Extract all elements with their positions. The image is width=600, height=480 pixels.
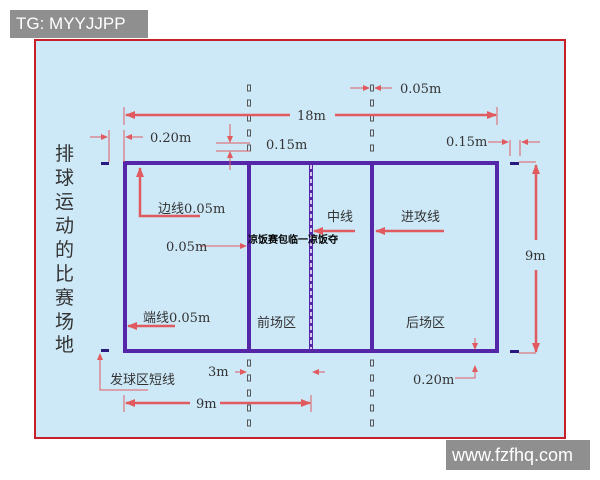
service-mark-bottom-left <box>101 349 109 352</box>
watermark-bottom-right: www.fzfhq.com <box>446 440 590 470</box>
service-short-line-label: 发球区短线 <box>110 372 175 388</box>
service-gap-left-label: 0.20m <box>150 131 191 146</box>
svg-text:比: 比 <box>55 263 74 285</box>
length-label: 18m <box>297 109 326 124</box>
endline-label: 端线0.05m <box>143 311 210 326</box>
svg-text:运: 运 <box>55 191 74 213</box>
watermark-top-left: TG: MYYJJPP <box>10 10 148 38</box>
service-mark-top-right <box>510 162 519 165</box>
attack-line-width-label: 0.05m <box>166 240 207 255</box>
front-zone-label: 前场区 <box>257 315 296 331</box>
svg-text:场: 场 <box>55 311 74 333</box>
right-extension-top <box>370 84 374 152</box>
svg-text:球: 球 <box>55 167 74 189</box>
svg-text:动: 动 <box>55 215 74 237</box>
left-extension-bottom <box>247 359 251 427</box>
net-line-width-label: 0.05m <box>400 82 441 97</box>
attack-zone-label: 3m <box>208 365 229 380</box>
svg-text:排: 排 <box>55 143 74 165</box>
svg-text:赛: 赛 <box>55 287 74 309</box>
svg-text:地: 地 <box>55 334 74 356</box>
center-line-label: 中线 <box>327 210 353 225</box>
svg-text:的: 的 <box>55 239 74 261</box>
vertical-title: 排 球 运 动 的 比 赛 场 地 <box>55 143 74 356</box>
half-length-label: 9m <box>196 397 217 412</box>
right-extension-bottom <box>370 359 374 427</box>
service-mark-bottom-label: 0.20m <box>413 373 454 388</box>
back-zone-label: 后场区 <box>406 316 445 331</box>
service-gap-right-label: 0.15m <box>446 135 487 150</box>
sideline-label: 边线0.05m <box>158 202 225 217</box>
sideline-arrow <box>136 167 200 218</box>
service-mark-bottom-right <box>510 350 519 353</box>
width-label: 9m <box>525 249 546 264</box>
line-gap-top-label: 0.15m <box>266 138 307 153</box>
garbled-overlay-text: 凉饭赛包临一凉饭夺 <box>248 233 339 246</box>
attack-line-label: 进攻线 <box>401 210 440 225</box>
service-mark-top-left <box>101 162 109 165</box>
